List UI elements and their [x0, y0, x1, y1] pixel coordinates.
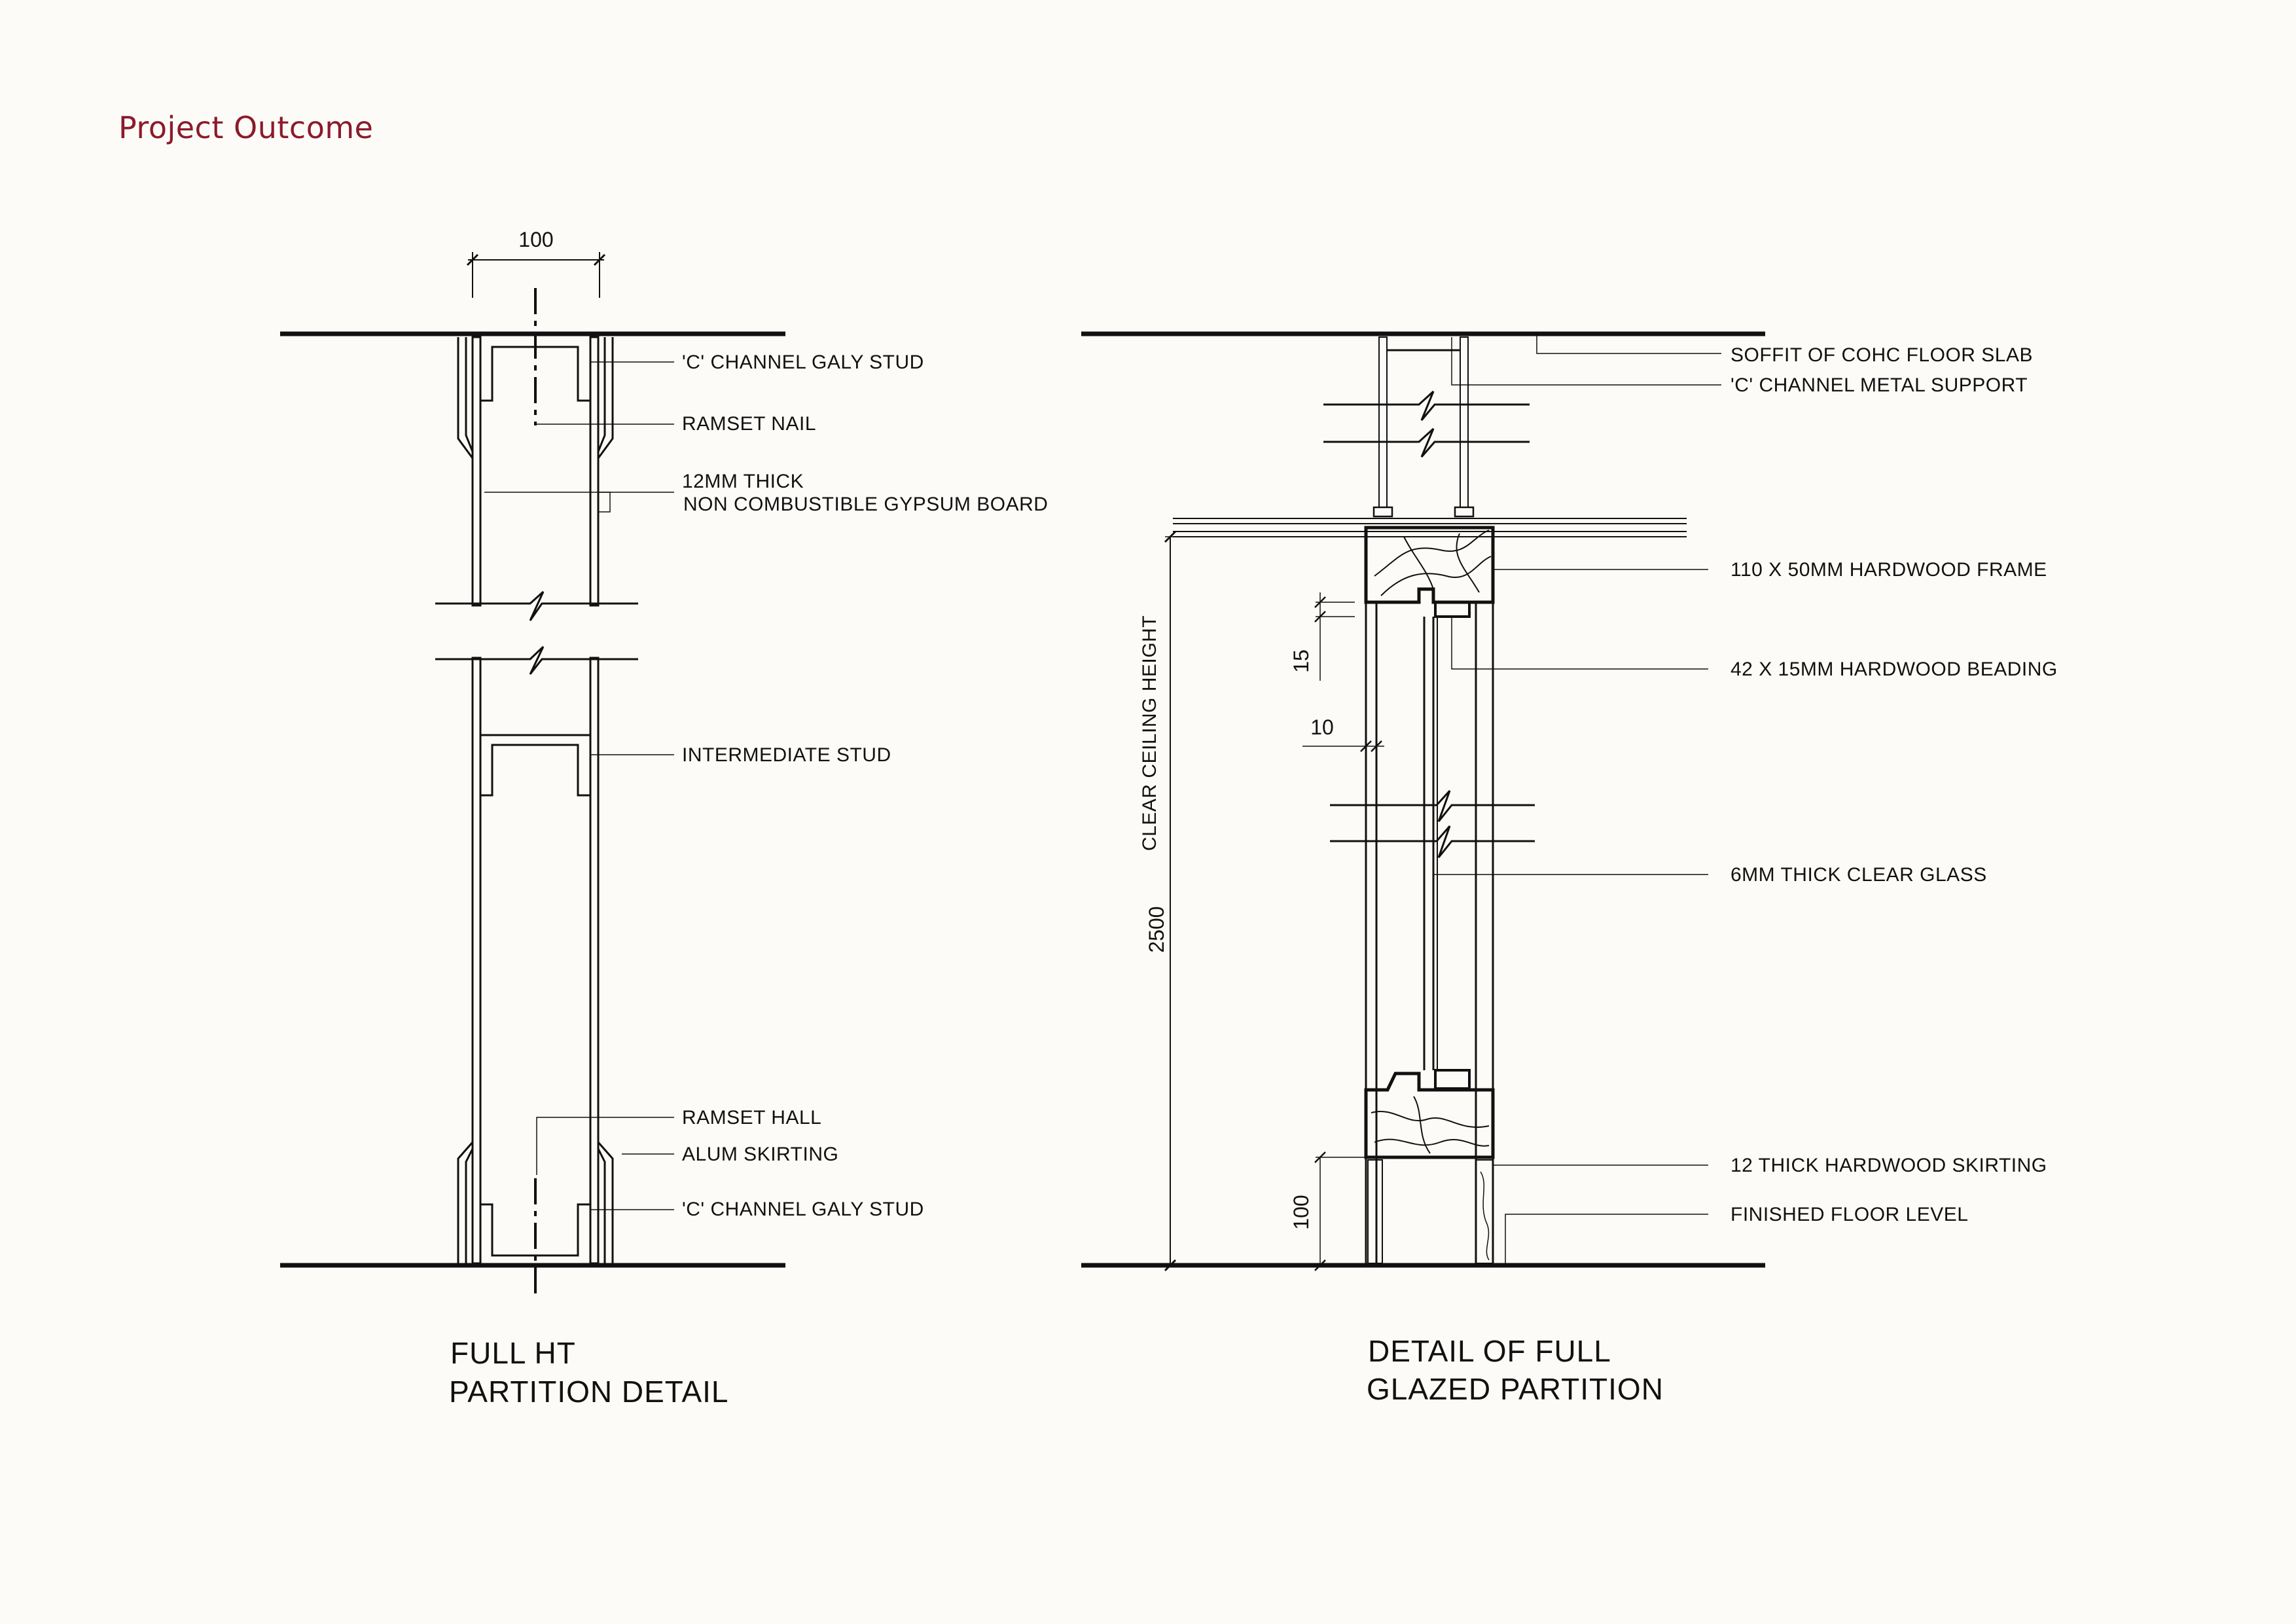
label-c-channel-galy-stud-top: 'C' CHANNEL GALY STUD	[682, 352, 924, 373]
leader-lines	[484, 361, 674, 1210]
hardwood-frame-top	[1364, 526, 1495, 604]
right-leader-lines	[1433, 335, 1721, 1265]
middle-break-line	[1330, 789, 1535, 858]
left-caption-line2: PARTITION DETAIL	[449, 1375, 729, 1409]
label-hardwood-beading: 42 X 15MM HARDWOOD BEADING	[1731, 659, 2058, 680]
c-channel-metal-support	[1372, 336, 1475, 518]
page-title: Project Outcome	[118, 110, 374, 145]
gypsum-board-left	[471, 336, 482, 1265]
label-soffit-slab: SOFFIT OF COHC FLOOR SLAB	[1731, 344, 2033, 366]
label-gypsum-board: NON COMBUSTIBLE GYPSUM BOARD	[683, 494, 1048, 515]
label-metal-support: 'C' CHANNEL METAL SUPPORT	[1731, 374, 2028, 396]
dimension-2500: 2500	[1145, 906, 1168, 952]
glazed-partition-detail: 2500 CLEAR CEILING HEIGHT 15 10	[1081, 331, 2058, 1406]
label-hardwood-skirting: 12 THICK HARDWOOD SKIRTING	[1731, 1155, 2047, 1176]
width-dimension-value: 100	[518, 228, 553, 251]
upper-break-line	[1323, 390, 1530, 458]
right-caption-line2: GLAZED PARTITION	[1367, 1372, 1664, 1406]
dimension-10: 10	[1310, 715, 1334, 739]
gap-dimension: 10	[1302, 715, 1384, 754]
hardwood-beading-bottom	[1434, 1069, 1471, 1090]
label-finished-floor-level: FINISHED FLOOR LEVEL	[1731, 1204, 1968, 1225]
label-intermediate-stud: INTERMEDIATE STUD	[682, 744, 891, 766]
skirting-dimension: 100	[1289, 1151, 1366, 1271]
clear-ceiling-height-dimension: 2500 CLEAR CEILING HEIGHT	[1139, 530, 1366, 1272]
top-alum-trim	[457, 337, 614, 459]
dimension-15: 15	[1289, 649, 1313, 673]
label-alum-skirting: ALUM SKIRTING	[682, 1144, 838, 1165]
intermediate-stud-shape	[480, 734, 590, 797]
right-caption-line1: DETAIL OF FULL	[1368, 1334, 1611, 1368]
label-ramset-nail: RAMSET NAIL	[682, 413, 816, 435]
label-c-channel-galy-stud-bottom: 'C' CHANNEL GALY STUD	[682, 1199, 924, 1220]
hardwood-frame-bottom	[1364, 1072, 1495, 1159]
gypsum-board-right	[589, 336, 600, 1265]
clear-ceiling-height-label: CLEAR CEILING HEIGHT	[1139, 615, 1160, 851]
label-gypsum-thickness: 12MM THICK	[682, 471, 804, 492]
alum-skirting-shape	[457, 1142, 614, 1263]
label-clear-glass: 6MM THICK CLEAR GLASS	[1731, 864, 1987, 886]
width-dimension: 100	[466, 228, 606, 298]
hardwood-skirting	[1367, 1159, 1494, 1264]
dimension-100: 100	[1289, 1195, 1313, 1229]
hardwood-beading-top	[1434, 601, 1471, 618]
frame-jambs	[1365, 602, 1494, 1265]
clear-glass	[1423, 617, 1438, 1070]
beading-dimension: 15	[1289, 592, 1355, 681]
break-line	[435, 590, 638, 675]
label-ramset-hall: RAMSET HALL	[682, 1107, 821, 1128]
left-caption-line1: FULL HT	[450, 1336, 576, 1370]
label-hardwood-frame: 110 X 50MM HARDWOOD FRAME	[1731, 559, 2047, 581]
full-height-partition-detail: 100	[280, 228, 1048, 1409]
